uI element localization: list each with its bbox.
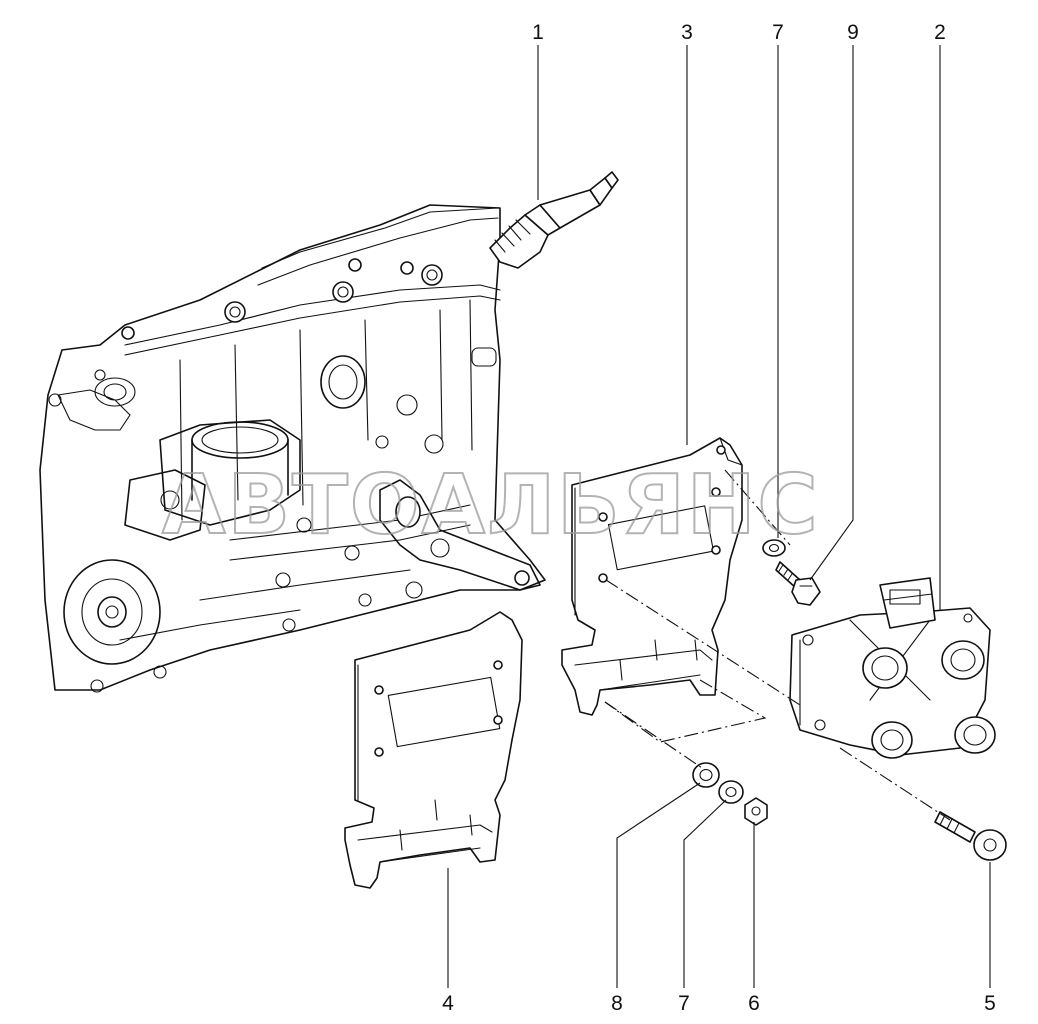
- assembly-lines: [604, 469, 951, 821]
- callout-washer-upper: 7: [772, 21, 784, 44]
- callout-washer-lower: 7: [678, 992, 690, 1015]
- spacer-8: [692, 762, 720, 788]
- callout-bolt-5: 5: [984, 992, 996, 1015]
- callout-shield-lower: 4: [442, 992, 454, 1015]
- bolt-5: [934, 811, 1007, 861]
- ignition-coil: [789, 577, 996, 759]
- callout-nut-6: 6: [748, 992, 760, 1015]
- nut-6: [744, 797, 768, 826]
- watermark-text: АВТОАЛЬЯНС: [162, 458, 820, 553]
- callout-numbers: 1 3 7 9 2 4 8 7 6 5: [442, 21, 996, 1015]
- callout-bolt-9: 9: [847, 21, 859, 44]
- front-pulley: [63, 559, 161, 665]
- engine-block: [39, 204, 546, 693]
- engine-bracket: [275, 434, 541, 632]
- callout-shield-upper: 3: [681, 21, 693, 44]
- head-bolts: [121, 258, 443, 340]
- heat-shield-upper: [561, 437, 743, 716]
- callout-spark-plug: 1: [532, 21, 544, 44]
- spark-plug: [489, 171, 619, 269]
- bolt-9: [775, 561, 821, 606]
- washer-upper: [762, 539, 786, 557]
- leader-lines: [447, 45, 991, 988]
- callout-ignition-coil: 2: [934, 21, 946, 44]
- callout-spacer-8: 8: [611, 992, 623, 1015]
- water-flange: [124, 419, 301, 541]
- washer-lower: [718, 780, 744, 804]
- heat-shield-lower: [344, 611, 523, 889]
